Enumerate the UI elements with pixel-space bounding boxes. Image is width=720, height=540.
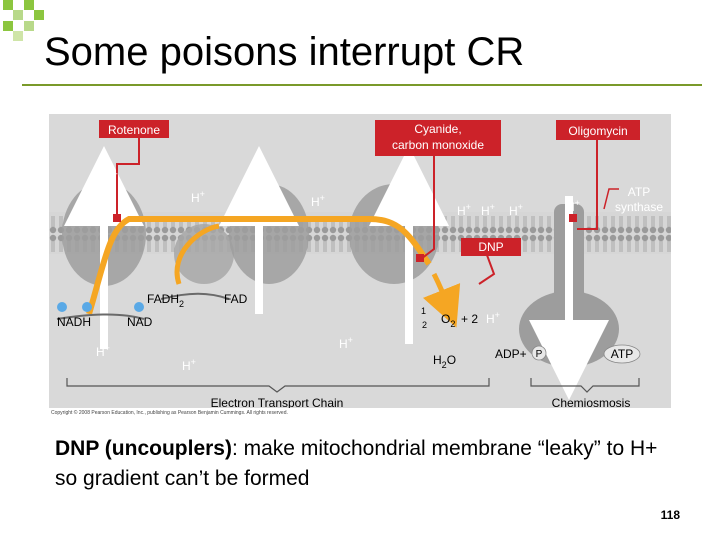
complex-iii [229,184,309,284]
plus-two: + 2 [461,312,478,326]
atp-synthase-callout-line [603,188,619,210]
title-divider [22,84,702,86]
rotenone-callout-line [116,136,140,217]
etc-diagram: Rotenone Cyanide,carbon monoxide Oligomy… [49,114,671,416]
etc-label: Electron Transport Chain [211,396,344,410]
atp-ellipse [603,344,641,364]
proton-label: H+ [404,169,418,185]
chemiosmosis-brace [530,378,640,393]
nadh-arrow [56,313,145,320]
nadh-label: NADH [57,315,91,329]
fadh2-arrow [160,292,230,300]
cyanide-label-box [375,120,501,156]
copyright-text: Copyright © 2008 Pearson Education, Inc.… [51,409,288,416]
proton-label: H+ [486,310,500,326]
caption-bold: DNP (uncouplers) [55,437,232,460]
copyright-strip [49,408,671,416]
caption-text: DNP (uncouplers): make mitochondrial mem… [55,434,685,494]
proton-label: H+ [182,357,196,373]
cyanide-callout-line [420,154,435,260]
oligomycin-site-marker [569,214,577,222]
rotenone-label-box [99,120,169,138]
cyanide-site-marker [416,254,424,262]
atp-label: ATP [611,347,633,361]
nad-label: NAD [127,315,153,329]
oxygen-label: O2 [441,312,455,329]
proton-label: H+ [509,202,523,218]
carrier-dot [57,302,67,312]
oligomycin-callout-line [577,140,598,230]
proton-label: H+ [457,202,471,218]
proton-label: H+ [96,343,110,359]
dnp-label-box [461,238,521,256]
proton-label: H+ [311,193,325,209]
slide-title: Some poisons interrupt CR [44,30,525,74]
proton-label: H+ [191,189,205,205]
proton-label: H+ [566,198,580,214]
chemiosmosis-label: Chemiosmosis [552,396,631,410]
oligomycin-label-box [556,120,640,140]
rotenone-site-marker [113,214,121,222]
dnp-label: DNP [478,240,503,254]
rotenone-label: Rotenone [108,123,160,137]
fadh2-label: FADH2 [147,292,184,309]
electron-path [86,216,432,315]
proton-label: H+ [104,169,118,185]
complex-iv [349,184,439,284]
fadh2-electron-path [174,223,220,285]
complex-ii [174,224,234,284]
adp-label: ADP+ [495,347,527,361]
fad-label: FAD [224,292,248,306]
phosphate-label: P [536,349,543,360]
oligomycin-label: Oligomycin [568,124,627,138]
carrier-dot [82,302,92,312]
caption-body: : make mitochondrial membrane “leaky” to… [55,437,658,490]
proton-label: H+ [249,167,263,183]
oxygen-electron-path [423,272,461,328]
page-number: 118 [660,508,680,522]
carrier-dot [134,302,144,312]
proton-label: H+ [339,335,353,351]
cyanide-label: Cyanide,carbon monoxide [392,122,484,152]
corner-squares-decoration [3,0,44,41]
water-label: H2O [433,353,456,370]
proton-label: H+ [481,202,495,218]
phosphate-circle [531,345,547,361]
etc-brace [66,378,490,393]
